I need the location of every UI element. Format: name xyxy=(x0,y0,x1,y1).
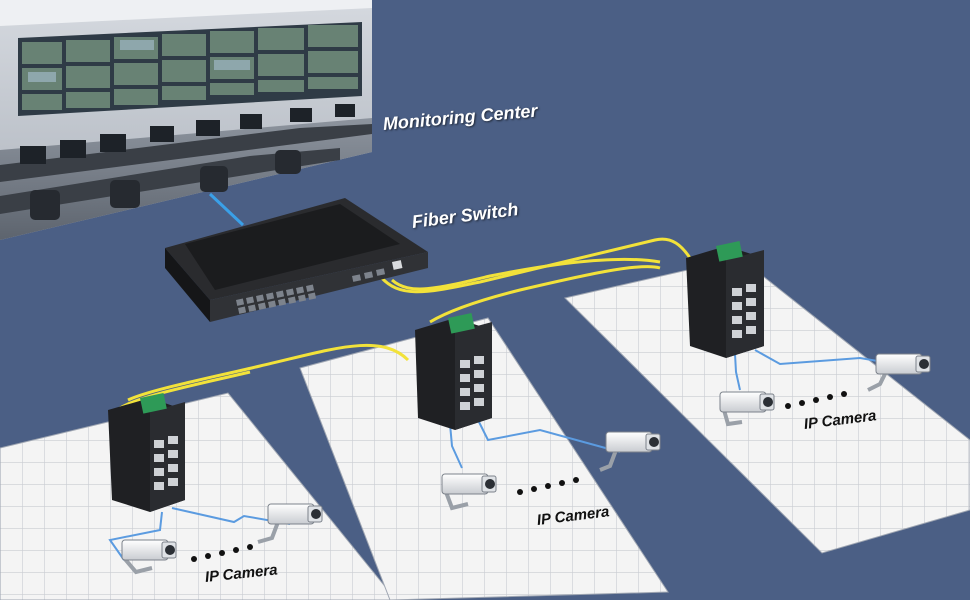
fiber-link-to-switch-middle xyxy=(429,265,661,324)
industrial-switch-middle xyxy=(415,313,492,430)
ellipsis-dots-icon xyxy=(785,391,847,409)
terminal-block-icon xyxy=(448,313,475,334)
terminal-block-icon xyxy=(715,241,743,262)
fiber-link-to-switch-right-b xyxy=(391,257,661,291)
ip-camera-icon xyxy=(599,431,661,472)
ip-camera-icon xyxy=(719,391,775,427)
monitoring-center-photo xyxy=(0,0,372,240)
operator-desks xyxy=(0,124,372,214)
uplink-line xyxy=(208,192,245,227)
video-wall xyxy=(18,22,362,116)
ellipsis-dots-icon xyxy=(191,544,253,562)
ip-camera-icon xyxy=(867,353,931,392)
fiber-link-to-switch-left-a xyxy=(127,343,410,402)
ip-camera-icon xyxy=(121,539,177,575)
fiber-link-to-switch-right-a xyxy=(378,237,692,294)
industrial-switch-right xyxy=(686,241,764,358)
fiber-switch xyxy=(165,198,428,322)
ip-camera-icon xyxy=(257,503,323,544)
fiber-link-to-switch-left-b xyxy=(119,370,251,410)
industrial-switch-left xyxy=(108,393,185,512)
fiber-links xyxy=(119,237,692,410)
terminal-block-icon xyxy=(140,393,167,414)
ip-camera-icon xyxy=(441,473,497,511)
ellipsis-dots-icon xyxy=(517,477,579,495)
